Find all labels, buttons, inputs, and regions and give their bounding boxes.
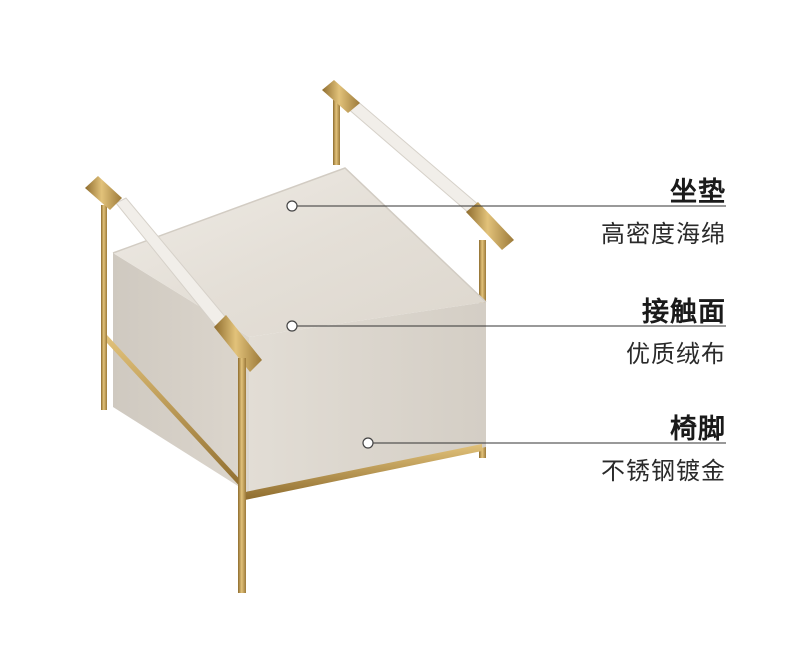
right-armrest (322, 80, 514, 250)
callout-seat-title: 坐垫 (670, 177, 726, 208)
callout-fabric-leader (286, 320, 726, 332)
callout-fabric-title: 接触面 (642, 297, 726, 328)
seat-cushion (112, 167, 487, 493)
lower-frame (107, 335, 482, 500)
callout-legs-subtitle: 不锈钢镀金 (601, 457, 726, 485)
callout-seat-leader (286, 200, 726, 212)
callout-seat-subtitle: 高密度海绵 (601, 220, 726, 248)
front-leg (238, 358, 246, 593)
callout-legs-leader (362, 437, 726, 449)
callout-fabric-subtitle: 优质绒布 (626, 340, 726, 368)
left-armrest (85, 176, 262, 372)
callout-legs-title: 椅脚 (670, 414, 726, 445)
